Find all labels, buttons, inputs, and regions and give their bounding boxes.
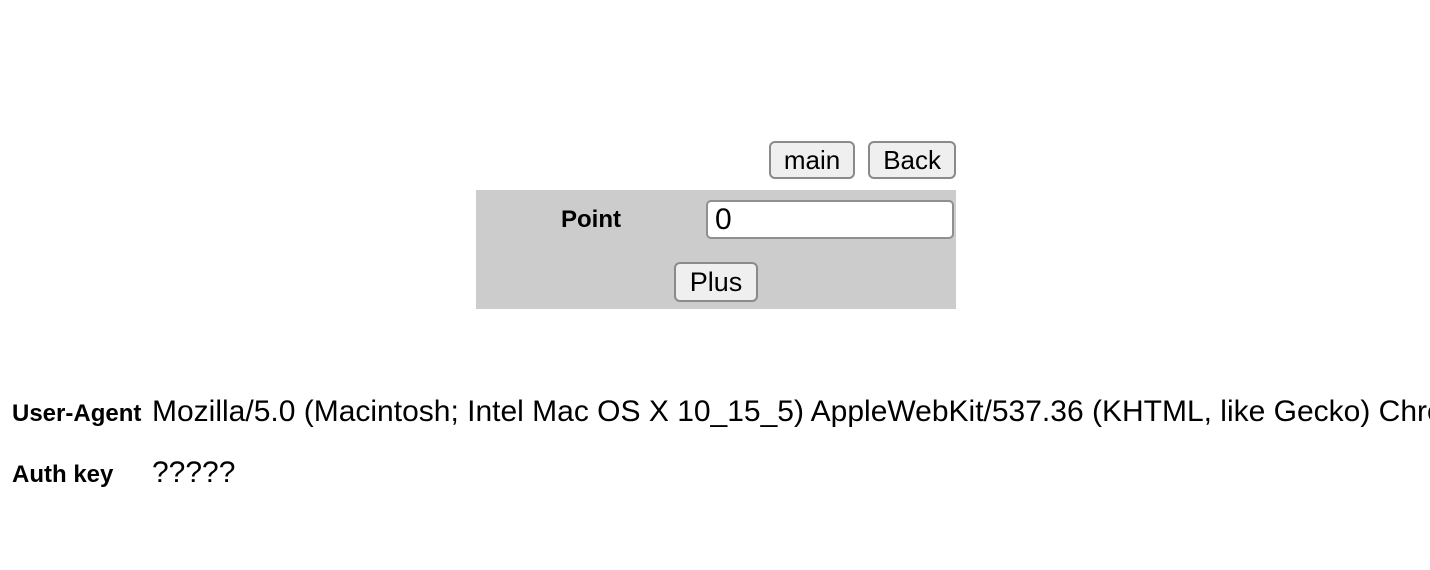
back-button[interactable]: Back — [868, 141, 956, 179]
user-agent-value: Mozilla/5.0 (Macintosh; Intel Mac OS X 1… — [152, 395, 1430, 428]
auth-key-label: Auth key — [12, 461, 114, 488]
plus-button-row: Plus — [476, 262, 956, 302]
auth-key-value: ????? — [152, 456, 236, 489]
point-form-panel: Point Plus — [476, 190, 956, 309]
user-agent-row: User-Agent Mozilla/5.0 (Macintosh; Intel… — [12, 395, 1430, 429]
plus-button[interactable]: Plus — [673, 262, 759, 302]
point-label-cell: Point — [476, 206, 706, 234]
point-input[interactable] — [706, 200, 954, 239]
point-field-row: Point — [476, 190, 956, 239]
user-agent-label: User-Agent — [12, 400, 142, 427]
toolbar: main Back — [476, 141, 956, 179]
auth-key-row: Auth key ????? — [12, 456, 235, 490]
point-label: Point — [561, 205, 621, 233]
main-button[interactable]: main — [768, 141, 856, 179]
